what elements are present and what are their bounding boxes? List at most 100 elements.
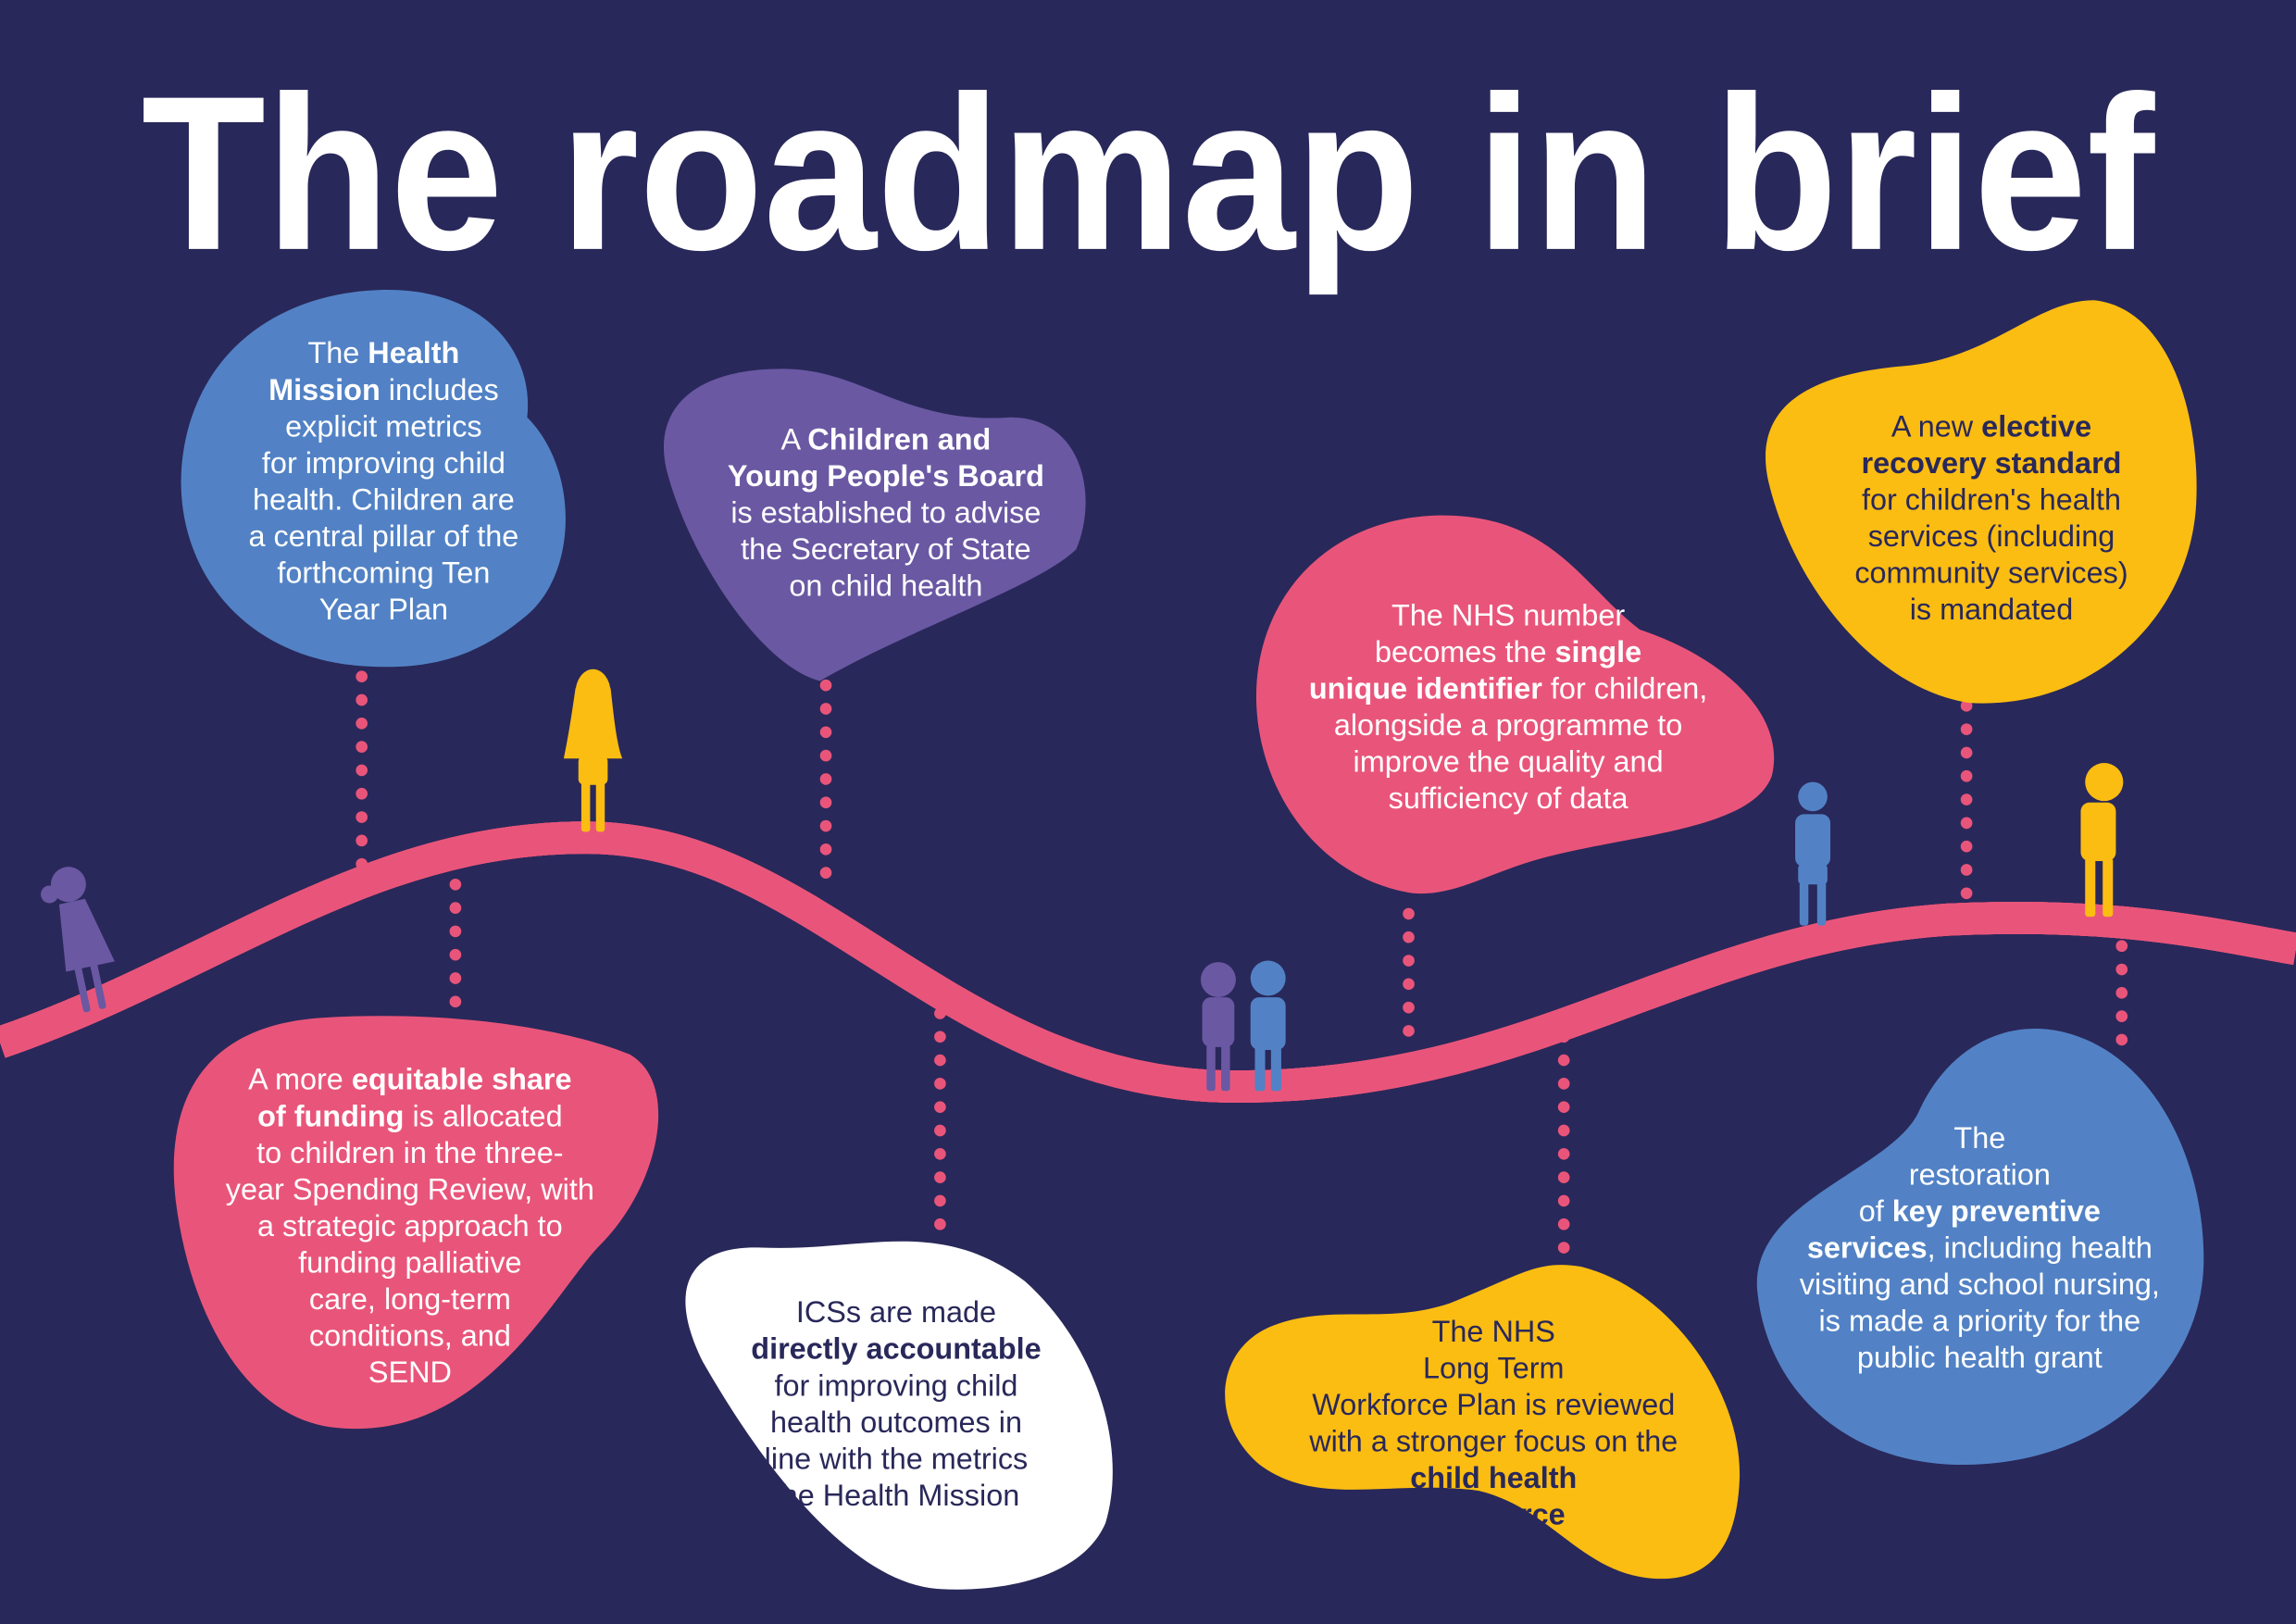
bold-text: directly accountable [751,1332,1041,1366]
bold-text: Health [368,336,459,369]
card-line: alongside a programme to [1334,708,1683,742]
card-line: workforce [1421,1497,1566,1530]
card-line: SEND [368,1355,452,1389]
text: A more [248,1063,352,1096]
card-line: line with the metrics [765,1442,1029,1475]
bold-text: key preventive [1892,1194,2101,1228]
card-line: the Health Mission [773,1479,1020,1512]
text: conditions, and [309,1318,511,1352]
card-line: of funding is allocated [257,1099,563,1132]
text: explicit metrics [285,409,481,443]
girl-yellow-figure [563,668,623,832]
card-line: for improving child [774,1368,1017,1402]
text: services (including [1868,519,2115,553]
card-line: improve the quality and [1354,745,1664,779]
card-line: Young People's Board [728,459,1044,493]
blobs [173,290,2204,1590]
card-line: services (including [1868,519,2115,553]
bold-text: Children and [807,423,991,456]
text: public health grant [1857,1341,2103,1374]
text: is allocated [404,1099,562,1132]
page-title: The roadmap in brief [142,51,2156,296]
card-line: forthcoming Ten [277,556,490,589]
card-line: The NHS [1432,1315,1555,1348]
card-line: ICSs are made [796,1295,996,1329]
card-line: unique identifier for children, [1309,671,1707,705]
child-blue-figure [1250,960,1286,1092]
text: a strategic approach to [257,1209,563,1243]
text: the Health Mission [773,1479,1020,1512]
boy-blue-figure [1795,781,1831,926]
blob-nhs-number [1255,515,1775,894]
card-line: A new elective [1891,409,2091,443]
card-line: becomes the single [1375,635,1641,668]
card-line: services, including health [1807,1231,2152,1265]
road [0,821,2296,1087]
card-line: The NHS number [1391,598,1625,631]
text: ICSs are made [796,1295,996,1329]
card-line: explicit metrics [285,409,481,443]
text: visiting and school nursing, [1800,1268,2160,1301]
text: for improving child [774,1368,1017,1402]
blob-cyp-board [663,369,1086,681]
card-line: health outcomes in [770,1405,1022,1439]
bold-text: Mission [268,373,381,406]
bold-text: elective [1981,409,2091,443]
text: , including health [1928,1231,2152,1265]
text: A [780,423,807,456]
text: for children, [1542,671,1707,705]
card-line: The [1953,1121,2005,1155]
card-line: for children's health [1862,482,2121,516]
card-line: health. Children are [253,482,515,516]
bold-text: of funding [257,1099,404,1132]
card-line: Year Plan [319,593,448,626]
text: The NHS number [1391,598,1625,631]
bold-text: workforce [1421,1497,1566,1530]
text: on child health [789,569,982,603]
card-line: Workforce Plan is reviewed [1312,1388,1675,1421]
text: includes [381,373,499,406]
text: with a stronger focus on the [1308,1424,1678,1457]
blob-workforce [1225,1265,1741,1580]
text: funding palliative [298,1245,521,1279]
text: the Secretary of State [741,532,1030,566]
text: Year Plan [319,593,448,626]
card-line: conditions, and [309,1318,511,1352]
text: A new [1891,409,1981,443]
bold-text: unique identifier [1309,671,1542,705]
bold-text: recovery standard [1862,446,2122,480]
card-line: The Health [307,336,459,369]
card-line: directly accountable [751,1332,1041,1366]
text: health outcomes in [770,1405,1022,1439]
bold-text: single [1555,635,1642,668]
blob-elective-recovery [1766,300,2197,704]
card-line: for improving child [262,446,505,480]
card-line: child health [1410,1461,1577,1494]
card-line: visiting and school nursing, [1800,1268,2160,1301]
text: for improving child [262,446,505,480]
text: alongside a programme to [1334,708,1683,742]
card-line: is mandated [1910,593,2074,626]
blob-funding [173,1016,659,1430]
child-purple-figure [1200,962,1236,1092]
card-line: A Children and [780,423,991,456]
card-line: with a stronger focus on the [1308,1424,1678,1457]
bold-text: Young People's Board [728,459,1044,493]
text: health. Children are [253,482,515,516]
text: to children in the three- [256,1136,563,1169]
card-line: a strategic approach to [257,1209,563,1243]
card-line: a central pillar of the [248,519,518,553]
card-line: care, long-term [309,1282,511,1316]
text: becomes the [1375,635,1555,668]
card-line: A more equitable share [248,1063,571,1096]
card-line: community services) [1854,556,2128,589]
bold-text: child health [1410,1461,1577,1494]
text: a central pillar of the [248,519,518,553]
girl-purple-figure [41,867,115,1013]
text: The NHS [1432,1315,1555,1348]
